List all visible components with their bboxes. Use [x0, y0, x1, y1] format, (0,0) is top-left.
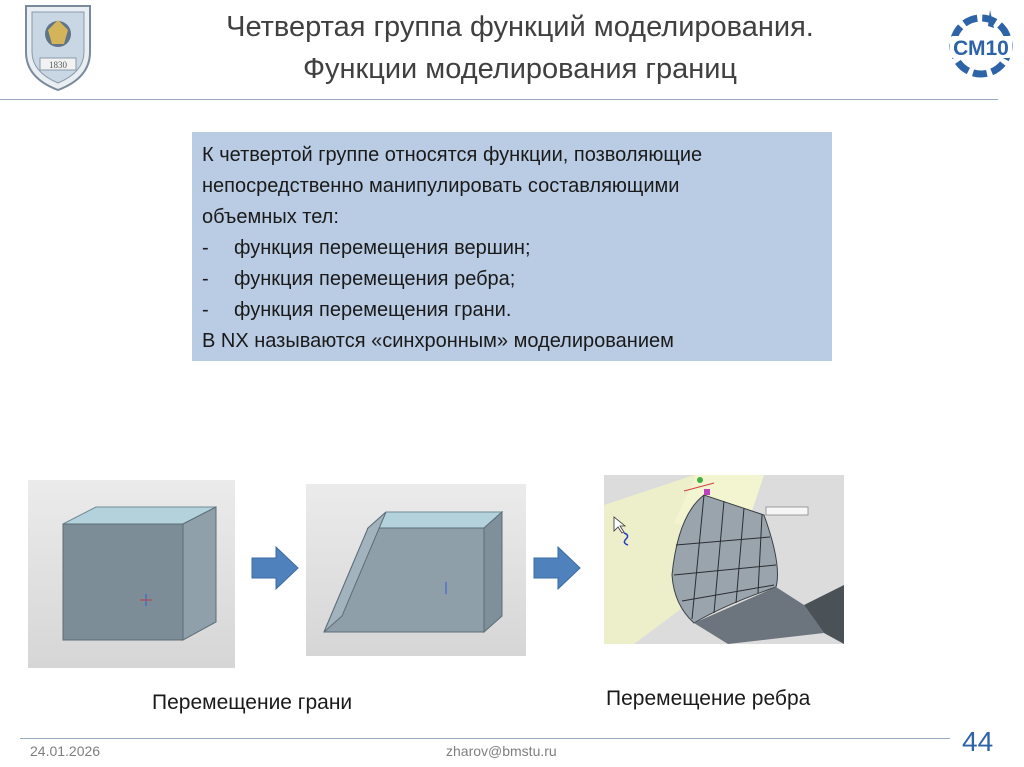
footer-date: 24.01.2026 — [30, 743, 101, 759]
bullet-text: функция перемещения грани. — [234, 299, 512, 321]
cm10-logo-text: СМ10 — [953, 37, 1009, 60]
arrow-right-icon — [250, 545, 300, 591]
title-line-1: Четвертая группа функций моделирования. — [226, 11, 814, 43]
header-divider — [0, 99, 998, 100]
bullet-text: функция перемещения ребра; — [234, 268, 516, 290]
caption-face-move: Перемещение грани — [152, 691, 353, 714]
caption-edge-move: Перемещение ребра — [606, 687, 811, 710]
page-number: 44 — [962, 726, 994, 757]
bullet-item-3: - функция перемещения грани. — [202, 295, 820, 326]
crest-year: 1830 — [49, 60, 68, 70]
slide-title: Четвертая группа функций моделирования. … — [120, 6, 920, 90]
footer-email: zharov@bmstu.ru — [446, 743, 557, 759]
description-line-1: К четвертой группе относятся функции, по… — [202, 144, 703, 166]
description-line-3: объемных тел: — [202, 206, 339, 228]
edge-move-model-image — [604, 475, 844, 644]
description-closing: В NX называются «синхронным» моделирован… — [202, 330, 674, 352]
bullet-text: функция перемещения вершин; — [234, 237, 531, 259]
cube-before-image — [28, 480, 235, 668]
description-line-2: непосредственно манипулировать составляю… — [202, 175, 680, 197]
title-line-2: Функции моделирования границ — [302, 53, 738, 85]
bullet-item-1: - функция перемещения вершин; — [202, 233, 820, 264]
cube-after-face-move-image — [306, 484, 526, 656]
footer-divider — [20, 738, 950, 739]
bullet-item-2: - функция перемещения ребра; — [202, 264, 820, 295]
arrow-right-icon — [532, 545, 582, 591]
bullet-marker: - — [202, 237, 209, 259]
cm10-logo: СМ10 — [944, 8, 1018, 80]
bullet-marker: - — [202, 299, 209, 321]
university-crest-logo: 1830 — [18, 0, 98, 92]
description-box: К четвертой группе относятся функции, по… — [192, 132, 832, 361]
bullet-marker: - — [202, 268, 209, 290]
